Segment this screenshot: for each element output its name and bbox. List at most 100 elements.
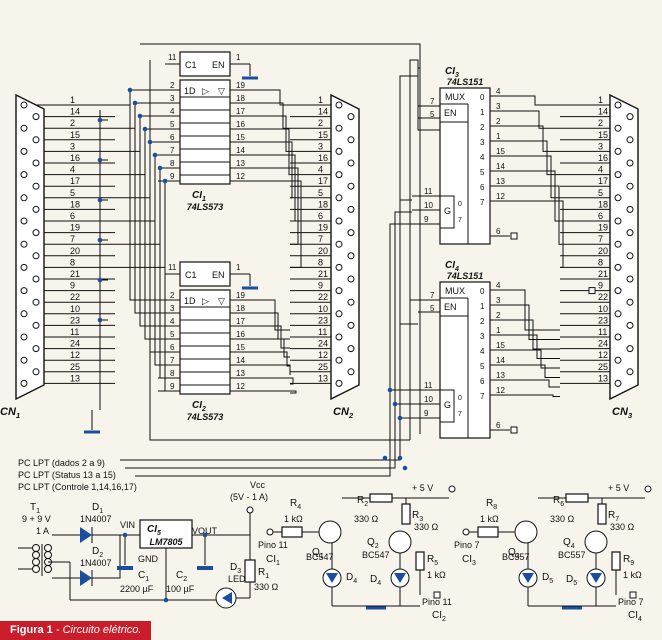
transformer-coil bbox=[44, 544, 52, 552]
vin-label: VIN bbox=[120, 520, 135, 530]
mux-bus-wire bbox=[512, 379, 560, 388]
ic4-select-pin: 10 bbox=[424, 395, 433, 404]
cn1-pin-number: 4 bbox=[70, 165, 75, 175]
cn1-pin-number: 5 bbox=[70, 188, 75, 198]
ic2-buffer-symbol: ▷ bbox=[202, 296, 209, 306]
cn3-pin-hole bbox=[626, 113, 634, 121]
terminal-square bbox=[510, 426, 518, 434]
ic4-output-pin: 6 bbox=[496, 421, 501, 430]
cn3-pin-hole bbox=[614, 101, 622, 109]
ci3-input-terminal bbox=[462, 528, 470, 536]
ic2-control-block bbox=[179, 261, 231, 287]
cn2-pin-hole bbox=[347, 182, 355, 190]
select-wire bbox=[135, 223, 412, 477]
cn2-pin-number: 16 bbox=[318, 153, 328, 163]
ic1-output-pin: 12 bbox=[236, 172, 245, 181]
cn2-pin-hole bbox=[347, 136, 355, 144]
bus-wire bbox=[265, 180, 302, 268]
ic3-mux-label: MUX bbox=[445, 92, 465, 102]
ci1-q2 bbox=[388, 530, 412, 554]
cn1-shell bbox=[15, 93, 45, 401]
gnd-label: GND bbox=[138, 554, 159, 564]
cn3-pin-hole bbox=[626, 298, 634, 306]
ci3-rtop2-resistor bbox=[597, 503, 607, 525]
ic2-input-pin: 3 bbox=[170, 304, 175, 313]
d3-part: LED bbox=[228, 574, 246, 584]
ic4-select-pin: 11 bbox=[424, 381, 433, 390]
ic4-input-pin: 3 bbox=[496, 296, 501, 305]
cn1-pin-hole bbox=[32, 229, 40, 237]
cn1-pin-number: 25 bbox=[70, 362, 80, 372]
junction-dot bbox=[122, 532, 128, 538]
vcc-spec: (5V - 1 A) bbox=[230, 492, 268, 502]
c1-capacitor bbox=[117, 566, 133, 570]
transformer-coil bbox=[44, 565, 52, 573]
cn1-pin-hole bbox=[32, 321, 40, 329]
ic3-en-label: EN bbox=[444, 108, 457, 118]
bus-wire bbox=[115, 141, 158, 199]
mux-bus-wire bbox=[512, 140, 560, 176]
cn2-pin-hole bbox=[347, 113, 355, 121]
cn1-pin-number: 2 bbox=[70, 118, 75, 128]
d1-part: 1N4007 bbox=[80, 514, 112, 524]
cn3-pin-number: 4 bbox=[598, 165, 603, 175]
ic1-input-pin: 9 bbox=[170, 172, 175, 181]
cn2-pin-number: 6 bbox=[318, 211, 323, 221]
ic4-en-label: EN bbox=[444, 302, 457, 312]
ic1-input-pin: 6 bbox=[170, 133, 175, 142]
ic2-input-pin: 7 bbox=[170, 356, 175, 365]
ic1-enable-symbol: ▽ bbox=[218, 86, 225, 96]
cn2-pin-number: 14 bbox=[318, 107, 328, 117]
r1-resistor bbox=[244, 559, 256, 583]
cn3-pin-hole bbox=[614, 217, 622, 225]
ci3-rtop-label: R6 bbox=[553, 495, 564, 508]
cn2-pin-hole bbox=[335, 356, 343, 364]
ic4-input-pin: 2 bbox=[496, 311, 501, 320]
cn1-pin-number: 6 bbox=[70, 211, 75, 221]
junction-dot bbox=[97, 197, 103, 203]
ic2-output-pin: 18 bbox=[236, 304, 245, 313]
ic3-output-pin: 6 bbox=[496, 227, 501, 236]
mux-bus-wire bbox=[512, 304, 560, 340]
bus-wire bbox=[158, 168, 161, 379]
ic1-pin-oe: 11 bbox=[168, 53, 177, 62]
cn2-pin-hole bbox=[335, 263, 343, 271]
cn1-pin-hole bbox=[20, 379, 28, 387]
bus-wire bbox=[265, 325, 290, 349]
mux-bus-wire bbox=[512, 185, 560, 245]
control-wire bbox=[409, 59, 440, 440]
c1-value: 2200 µF bbox=[120, 584, 154, 594]
bus-wire bbox=[115, 167, 161, 245]
cn2-pin-hole bbox=[335, 287, 343, 295]
c2-label: C2 bbox=[176, 570, 187, 583]
cn3-pin-hole bbox=[626, 368, 634, 376]
junction-dot bbox=[137, 113, 143, 119]
cn3-pin-number: 19 bbox=[598, 223, 608, 233]
cn1-pin-hole bbox=[32, 136, 40, 144]
c2-capacitor bbox=[197, 566, 213, 570]
d2-label: D2 bbox=[92, 546, 103, 559]
ci3-q2-label: Q4 bbox=[563, 537, 575, 550]
ic3-pin: 7 bbox=[430, 97, 435, 106]
ic1-d-label: 1D bbox=[184, 86, 196, 96]
ic1-output-pin: 17 bbox=[236, 107, 245, 116]
cn2-pin-number: 3 bbox=[318, 141, 323, 151]
ci3-rtop2-value: 330 Ω bbox=[610, 522, 635, 532]
ic1-control-block bbox=[179, 51, 231, 77]
cn2-label: CN2 bbox=[333, 406, 354, 420]
ci3-q1-label: Q3 bbox=[508, 547, 520, 560]
d2-part: 1N4007 bbox=[80, 558, 112, 568]
cn1-pin-hole bbox=[32, 205, 40, 213]
cn2-pin-number: 12 bbox=[318, 350, 328, 360]
cn3-pin-hole bbox=[626, 229, 634, 237]
lpt-note: PC LPT (dados 2 a 9) bbox=[18, 458, 105, 468]
ic2-pin-oe: 11 bbox=[168, 263, 177, 272]
bus-wire bbox=[265, 115, 290, 152]
ic1-input-pin: 5 bbox=[170, 120, 175, 129]
cn2-pin-number: 9 bbox=[318, 281, 323, 291]
junction-dot bbox=[392, 401, 398, 407]
c2-value: 100 µF bbox=[166, 584, 195, 594]
bus-wire bbox=[265, 154, 296, 222]
select-wire bbox=[389, 224, 412, 391]
ic3-mux-body bbox=[439, 87, 491, 245]
